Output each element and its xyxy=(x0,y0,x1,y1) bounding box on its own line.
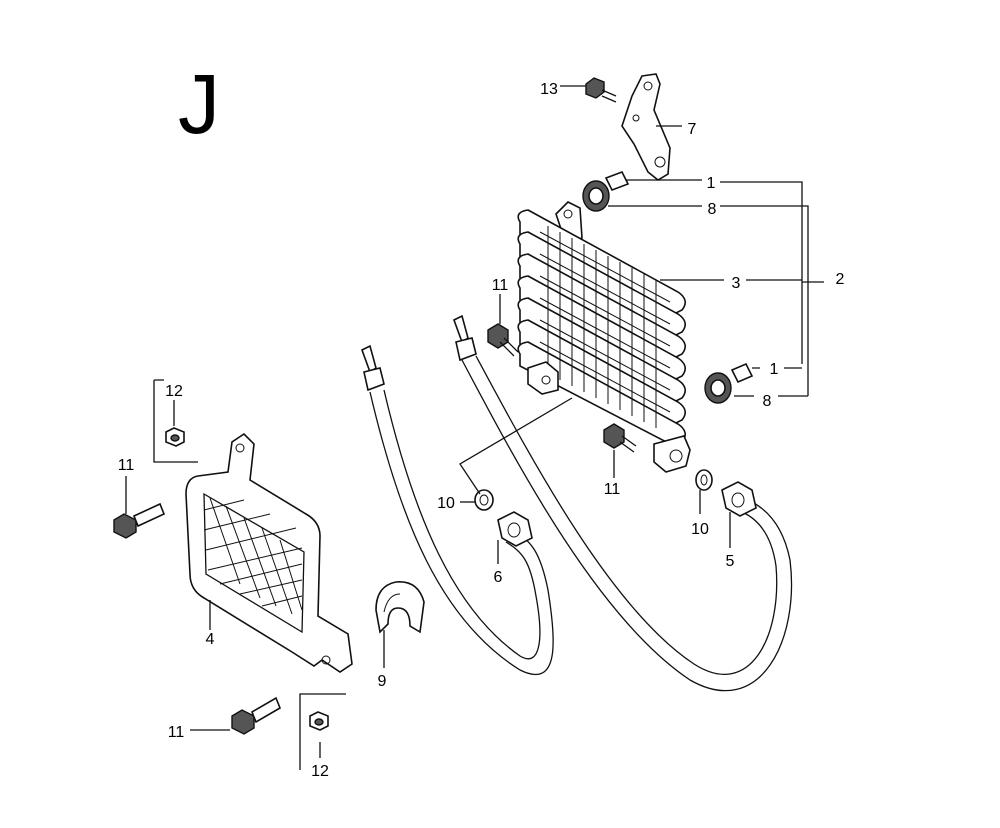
callout-11-guard: 11 xyxy=(118,457,135,474)
callout-12-top: 12 xyxy=(165,383,183,400)
callout-10-left: 10 xyxy=(437,495,455,512)
hose-left xyxy=(361,344,554,676)
bolt-11-cooler-bottom xyxy=(603,423,637,453)
callout-3: 3 xyxy=(732,275,741,292)
callout-12-bottom: 12 xyxy=(311,763,329,780)
callout-7: 7 xyxy=(688,121,697,138)
bracket-7 xyxy=(621,73,671,181)
bolt-11-guard-bottom xyxy=(231,696,281,735)
callout-5: 5 xyxy=(726,553,735,570)
hose-fitting-6 xyxy=(497,511,533,547)
bolt-11-guard-top xyxy=(113,502,166,539)
nut-12-bottom xyxy=(309,711,329,731)
seal-ring-8-right xyxy=(704,372,732,404)
callout-1-right: 1 xyxy=(770,361,779,378)
washer-10-right xyxy=(695,469,713,491)
callout-4: 4 xyxy=(206,631,215,648)
callout-9: 9 xyxy=(378,673,387,690)
callout-1-top: 1 xyxy=(707,175,716,192)
dowel-pin-1-top xyxy=(604,170,630,192)
seal-ring-8-top xyxy=(582,180,610,212)
callout-10-right: 10 xyxy=(691,521,709,538)
callout-11-cooler: 11 xyxy=(492,277,509,294)
callout-8-right: 8 xyxy=(763,393,772,410)
hose-fitting-5 xyxy=(721,481,757,517)
cooler-guard-4 xyxy=(185,432,353,673)
callout-labels: 13 7 1 8 3 2 1 8 11 11 12 11 4 10 6 10 5… xyxy=(118,81,845,780)
nut-12-top xyxy=(165,427,185,447)
oil-cooler-3 xyxy=(517,201,691,473)
clamp-9 xyxy=(375,581,425,634)
section-letter: J xyxy=(178,57,220,151)
callout-6: 6 xyxy=(494,569,503,586)
dowel-pin-1-right xyxy=(730,362,754,384)
callout-13: 13 xyxy=(540,81,558,98)
callout-11-bottom: 11 xyxy=(168,724,185,741)
callout-8-top: 8 xyxy=(708,201,717,218)
bolt-11-cooler-left xyxy=(487,323,519,357)
callout-11-cooler-bottom: 11 xyxy=(604,481,621,498)
hose-right xyxy=(453,314,793,692)
washer-10-left xyxy=(474,489,494,511)
bolt-13 xyxy=(585,77,617,103)
leader-lines xyxy=(125,85,824,770)
callout-2: 2 xyxy=(836,271,845,288)
